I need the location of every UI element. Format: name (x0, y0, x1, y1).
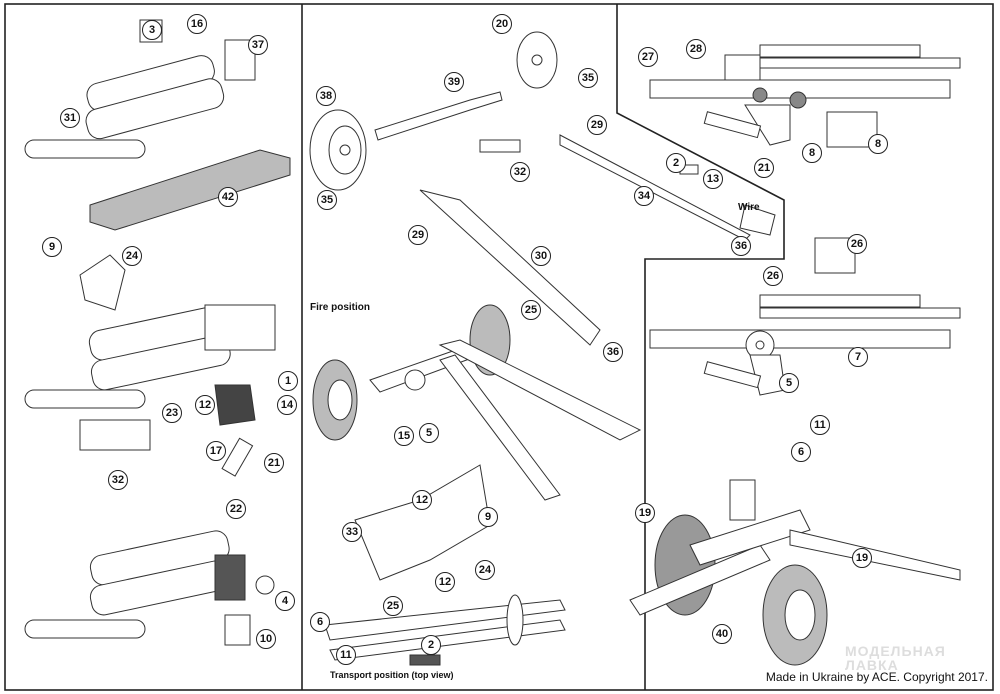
callout-29: 29 (408, 225, 428, 245)
copyright-text: Made in Ukraine by ACE. Copyright 2017. (765, 670, 988, 684)
trail-30 (419, 189, 601, 346)
wheel-38 (309, 109, 367, 191)
callout-40: 40 (712, 624, 732, 644)
callout-8: 8 (868, 134, 888, 154)
callout-38: 38 (316, 86, 336, 106)
callout-33: 33 (342, 522, 362, 542)
part-24-plate (79, 254, 126, 311)
callout-17: 17 (206, 441, 226, 461)
callout-8: 8 (802, 143, 822, 163)
callout-7: 7 (848, 347, 868, 367)
callout-29: 29 (587, 115, 607, 135)
callout-22: 22 (226, 499, 246, 519)
callout-11: 11 (336, 645, 356, 665)
callout-26: 26 (763, 266, 783, 286)
callout-28: 28 (686, 39, 706, 59)
axle-39 (374, 91, 503, 141)
shield-33 (354, 464, 491, 581)
callout-37: 37 (248, 35, 268, 55)
callout-19: 19 (852, 548, 872, 568)
callout-4: 4 (275, 591, 295, 611)
callout-5: 5 (419, 423, 439, 443)
callout-9: 9 (478, 507, 498, 527)
callout-15: 15 (394, 426, 414, 446)
callout-27: 27 (638, 47, 658, 67)
callout-30: 30 (531, 246, 551, 266)
callout-5: 5 (779, 373, 799, 393)
callout-13: 13 (703, 169, 723, 189)
callout-36: 36 (603, 342, 623, 362)
callout-21: 21 (264, 453, 284, 473)
callout-10: 10 (256, 629, 276, 649)
callout-11: 11 (810, 415, 830, 435)
barrel-assembly-bottom (24, 530, 275, 646)
transport-position-label: Transport position (top view) (330, 670, 454, 680)
callout-12: 12 (412, 490, 432, 510)
transport-top-view (324, 594, 566, 666)
callout-14: 14 (277, 395, 297, 415)
callout-2: 2 (421, 635, 441, 655)
gun-side-view-top (649, 44, 961, 148)
callout-2: 2 (666, 153, 686, 173)
callout-39: 39 (444, 72, 464, 92)
callout-25: 25 (521, 300, 541, 320)
callout-26: 26 (847, 234, 867, 254)
gun-fire-position (312, 304, 642, 501)
callout-35: 35 (317, 190, 337, 210)
callout-32: 32 (108, 470, 128, 490)
callout-31: 31 (60, 108, 80, 128)
callout-20: 20 (492, 14, 512, 34)
wheel-20 (516, 31, 558, 89)
callout-24: 24 (475, 560, 495, 580)
callout-42: 42 (218, 187, 238, 207)
callout-34: 34 (634, 186, 654, 206)
callout-35: 35 (578, 68, 598, 88)
callout-19: 19 (635, 503, 655, 523)
fire-position-label: Fire position (310, 302, 370, 313)
callout-21: 21 (754, 158, 774, 178)
wire-label: Wire (738, 202, 760, 213)
callout-12: 12 (435, 572, 455, 592)
callout-24: 24 (122, 246, 142, 266)
callout-9: 9 (42, 237, 62, 257)
gun-assembled-view (629, 479, 961, 666)
callout-1: 1 (278, 371, 298, 391)
callout-6: 6 (310, 612, 330, 632)
gun-side-view-middle (649, 237, 961, 396)
callout-36: 36 (731, 236, 751, 256)
barrel-assembly-middle (24, 304, 276, 477)
part-42-cradle (89, 149, 291, 231)
callout-3: 3 (142, 20, 162, 40)
callout-16: 16 (187, 14, 207, 34)
callout-23: 23 (162, 403, 182, 423)
watermark: МОДЕЛЬНАЯ ЛАВКА (845, 643, 946, 673)
callout-6: 6 (791, 442, 811, 462)
callout-12: 12 (195, 395, 215, 415)
callout-25: 25 (383, 596, 403, 616)
panel-borders (4, 3, 994, 691)
callout-32: 32 (510, 162, 530, 182)
barrel-assembly-top (24, 19, 256, 159)
